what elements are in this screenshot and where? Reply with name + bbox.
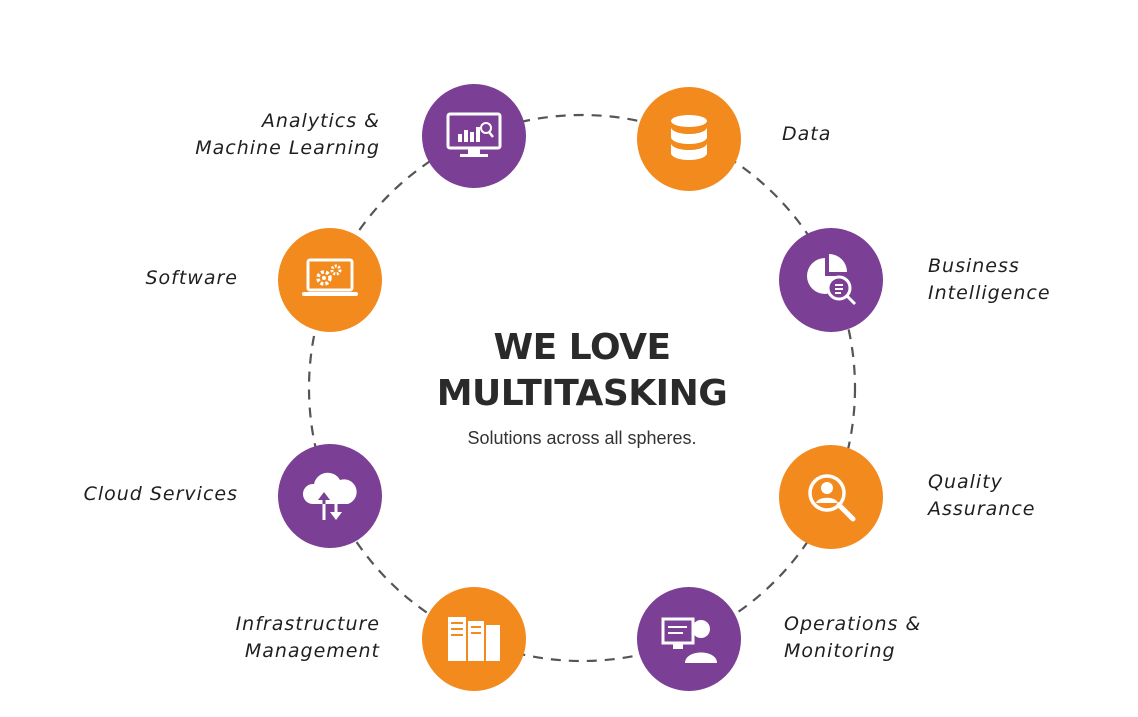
server-racks-icon	[448, 617, 500, 661]
analytics-node[interactable]	[422, 84, 526, 188]
label-operations: Operations &Monitoring	[784, 613, 922, 662]
database-icon	[671, 115, 707, 160]
headline-line-1: WE LOVE	[493, 327, 671, 368]
headline-line-2: MULTITASKING	[436, 373, 728, 414]
cloud-transfer-icon	[302, 472, 357, 520]
operator-screen-icon	[661, 617, 717, 663]
software-node[interactable]	[278, 228, 382, 332]
magnifier-person-icon	[808, 474, 856, 522]
monitor-chart-icon	[446, 112, 502, 157]
infrastructure-node[interactable]	[422, 587, 526, 691]
pie-chart-search-icon	[807, 254, 857, 306]
subtitle: Solutions across all spheres.	[467, 428, 697, 448]
laptop-gears-icon	[302, 258, 358, 296]
label-cloud-services: Cloud Services	[83, 483, 238, 505]
business-intelligence-node[interactable]	[779, 228, 883, 332]
cloud-services-node[interactable]	[278, 444, 382, 548]
data-node[interactable]	[637, 87, 741, 191]
operations-node[interactable]	[637, 587, 741, 691]
quality-assurance-node[interactable]	[779, 445, 883, 549]
label-software: Software	[145, 267, 238, 289]
headline: WE LOVE MULTITASKING	[382, 325, 782, 417]
label-analytics: Analytics &Machine Learning	[195, 110, 380, 159]
label-data: Data	[782, 123, 832, 145]
